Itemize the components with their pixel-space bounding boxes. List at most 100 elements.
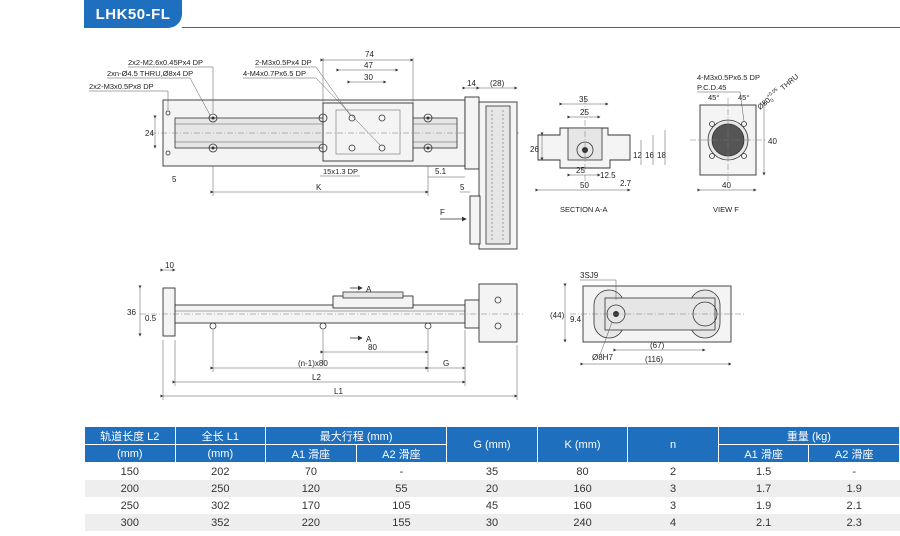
cell-l2: 150: [84, 462, 176, 480]
cell-stroke-a1: 220: [265, 514, 357, 531]
dim-15x13: 15x1.3 DP: [323, 167, 358, 176]
end-dim-67: (67): [650, 341, 665, 350]
cell-g: 35: [446, 462, 538, 480]
sec-dim-25: 25: [580, 108, 589, 117]
cell-weight-a1: 1.7: [718, 480, 809, 497]
view-f-bore-tol-upper: +0.05: [766, 87, 780, 100]
cell-n: 4: [627, 514, 719, 531]
th-max-stroke: 最大行程 (mm): [265, 426, 448, 445]
top-view: 2x2-M2.6x0.45Px4 DP 2xn-Ø4.5 THRU,Ø8x4 D…: [89, 50, 520, 250]
table-row: 150 202 70 - 35 80 2 1.5 -: [84, 462, 900, 480]
cell-g: 20: [446, 480, 538, 497]
side-view: 10 36 0.5 A A 80 (n-1)x80 G L2 L1: [127, 261, 525, 400]
cell-k: 160: [537, 480, 628, 497]
cell-l2: 200: [84, 480, 176, 497]
cell-stroke-a2: 55: [356, 480, 447, 497]
cell-l1: 352: [175, 514, 266, 531]
side-dim-0-5: 0.5: [145, 314, 157, 323]
sec-dim-18: 18: [657, 151, 666, 160]
dim-5-1: 5.1: [435, 167, 447, 176]
cell-l1: 250: [175, 480, 266, 497]
dim-k: K: [316, 183, 322, 192]
callout-m3x4: 2-M3x0.5Px4 DP: [255, 58, 312, 67]
cell-weight-a1: 1.5: [718, 462, 809, 480]
section-caption: SECTION A-A: [560, 205, 608, 214]
table-row: 300 352 220 155 30 240 4 2.1 2.3: [84, 514, 900, 531]
technical-drawing: 2x2-M2.6x0.45Px4 DP 2xn-Ø4.5 THRU,Ø8x4 D…: [89, 50, 800, 400]
cell-n: 2: [627, 462, 719, 480]
th-g: G (mm): [446, 426, 538, 463]
title-underline: [182, 27, 900, 28]
cell-weight-a1: 2.1: [718, 514, 809, 531]
end-dim-44: (44): [550, 311, 565, 320]
section-a-a: 35 25 26 12 16 18 25 12.5 50 2.7 SECTION…: [530, 95, 666, 214]
dim-74: 74: [365, 50, 374, 59]
dim-5-right: 5: [460, 183, 465, 192]
th-total-unit: (mm): [174, 444, 267, 463]
end-dim-9-4: 9.4: [570, 315, 582, 324]
cell-weight-a2: 2.3: [808, 514, 900, 531]
view-f-dim-40-w: 40: [722, 181, 731, 190]
end-dim-3sj9: 3SJ9: [580, 271, 599, 280]
dim-47: 47: [364, 61, 373, 70]
th-stroke-a1: A1 滑座: [265, 444, 357, 463]
dim-28: (28): [490, 79, 505, 88]
dim-14: 14: [467, 79, 476, 88]
table-row: 200 250 120 55 20 160 3 1.7 1.9: [84, 480, 900, 497]
mounting-holes: [165, 110, 433, 156]
sec-dim-25b: 25: [576, 166, 585, 175]
sec-dim-12: 12: [633, 151, 642, 160]
th-k: K (mm): [536, 426, 629, 463]
side-dim-n-pitch: (n-1)x80: [298, 359, 328, 368]
cell-weight-a2: -: [808, 462, 900, 480]
sec-dim-35: 35: [579, 95, 588, 104]
cell-l2: 300: [84, 514, 176, 531]
th-rail-length: 轨道长度 L2: [84, 426, 176, 445]
callout-m3x8: 2x2-M3x0.5Px8 DP: [89, 82, 154, 91]
side-dim-l1: L1: [334, 387, 343, 396]
cell-g: 45: [446, 497, 538, 514]
end-dim-116: (116): [645, 355, 663, 364]
dim-24: 24: [145, 129, 154, 138]
view-f-bore-tol-lower: 0: [769, 98, 775, 105]
callout-m26: 2x2-M2.6x0.45Px4 DP: [128, 58, 203, 67]
view-f-bore-thru: THRU: [778, 72, 800, 92]
product-title: LHK50-FL: [84, 0, 182, 28]
section-mark-a-bottom: A: [366, 335, 372, 344]
cell-g: 30: [446, 514, 538, 531]
side-dim-10: 10: [165, 261, 174, 270]
spec-table: 轨道长度 L2 全长 L1 最大行程 (mm) G (mm) K (mm) n …: [84, 426, 900, 531]
view-f-callout-pcd: P.C.D.45: [697, 83, 726, 92]
callout-thru-holes: 2xn-Ø4.5 THRU,Ø8x4 DP: [107, 69, 193, 78]
sec-dim-26: 26: [530, 145, 539, 154]
dim-5-left: 5: [172, 175, 177, 184]
cell-weight-a2: 1.9: [808, 480, 900, 497]
th-n: n: [627, 426, 719, 463]
view-f-caption: VIEW F: [713, 205, 739, 214]
sec-dim-2-7: 2.7: [620, 179, 632, 188]
th-weight: 重量 (kg): [717, 426, 900, 445]
sec-dim-16: 16: [645, 151, 654, 160]
side-motor-mount: [478, 283, 518, 343]
cell-stroke-a1: 120: [265, 480, 357, 497]
callout-m4: 4-M4x0.7Px6.5 DP: [243, 69, 306, 78]
th-stroke-a2: A2 滑座: [355, 444, 448, 463]
th-weight-a1: A1 滑座: [717, 444, 810, 463]
side-dim-36: 36: [127, 308, 136, 317]
cell-k: 160: [537, 497, 628, 514]
cell-stroke-a1: 70: [265, 462, 357, 480]
section-mark-a-top: A: [366, 285, 372, 294]
cell-weight-a1: 1.9: [718, 497, 809, 514]
top-carriage: [322, 102, 414, 162]
cell-stroke-a2: 105: [356, 497, 447, 514]
view-f-angle-2: 45°: [738, 93, 749, 102]
sec-dim-50: 50: [580, 181, 589, 190]
view-f-angle-1: 45°: [708, 93, 719, 102]
cell-stroke-a2: -: [356, 462, 447, 480]
view-f-callout-screw: 4-M3x0.5Px6.5 DP: [697, 73, 760, 82]
cell-stroke-a1: 170: [265, 497, 357, 514]
cell-l1: 202: [175, 462, 266, 480]
cell-l2: 250: [84, 497, 176, 514]
cell-stroke-a2: 155: [356, 514, 447, 531]
sec-dim-12-5: 12.5: [600, 171, 616, 180]
